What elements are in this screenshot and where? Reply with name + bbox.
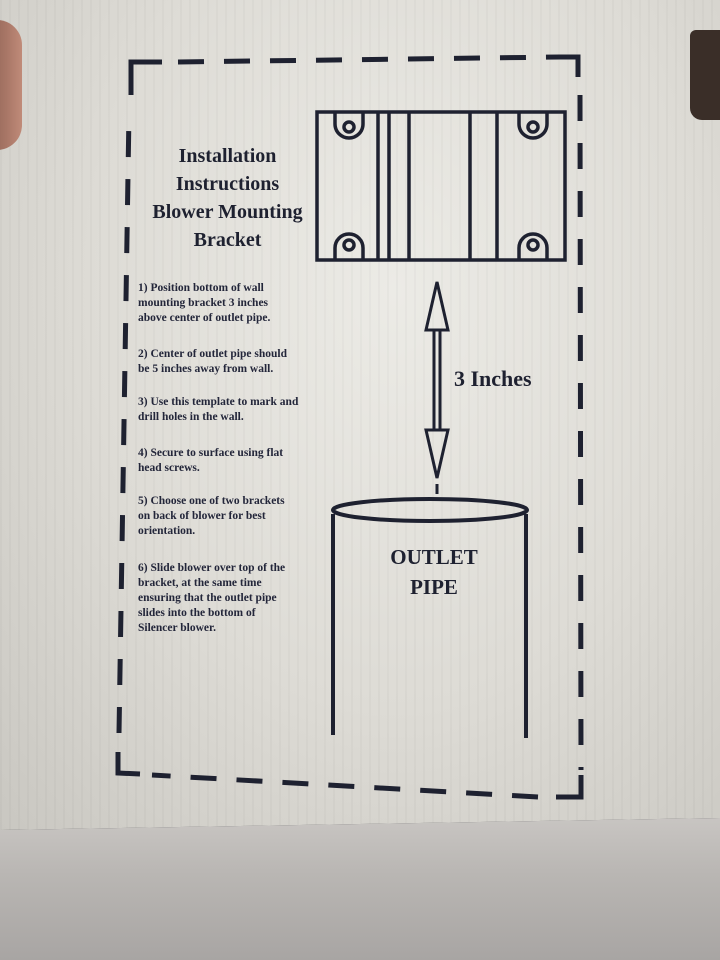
step-line: Silencer blower. [138, 622, 216, 634]
step-line: 6) Slide blower over top of the [138, 562, 286, 574]
pipe-label-line: PIPE [410, 575, 458, 599]
step-line: drill holes in the wall. [138, 411, 244, 423]
outlet-pipe-icon [331, 497, 529, 738]
instruction-step-1: 1) Position bottom of wall mounting brac… [138, 281, 338, 326]
hand-thumb [0, 20, 22, 150]
step-line: 1) Position bottom of wall [138, 282, 264, 294]
instruction-step-6: 6) Slide blower over top of the bracket,… [138, 561, 338, 636]
step-line: mounting bracket 3 inches [138, 297, 269, 309]
pipe-label-line: OUTLET [390, 545, 478, 569]
step-line: 3) Use this template to mark and [138, 396, 299, 408]
dashed-cut-border [115, 54, 584, 800]
title-line: Bracket [193, 229, 262, 251]
step-line: slides into the bottom of [138, 607, 256, 619]
step-line: 5) Choose one of two brackets [138, 495, 285, 507]
instruction-step-4: 4) Secure to surface using flat head scr… [138, 446, 338, 476]
title-line: Instructions [175, 173, 280, 195]
torn-corner [690, 30, 720, 120]
step-line: orientation. [138, 525, 196, 537]
step-line: bracket, at the same time [138, 577, 262, 589]
title-line: Blower Mounting [152, 201, 303, 223]
double-arrow-icon [424, 281, 450, 494]
instruction-step-3: 3) Use this template to mark and drill h… [138, 395, 338, 425]
cardboard-box-panel [0, 0, 720, 830]
fabric-surface [0, 818, 720, 960]
step-line: 4) Secure to surface using flat [138, 447, 284, 459]
step-line: on back of blower for best [138, 510, 266, 522]
step-line: head screws. [138, 462, 200, 474]
outlet-pipe-label: OUTLET PIPE [360, 542, 508, 602]
instruction-step-2: 2) Center of outlet pipe should be 5 inc… [138, 347, 338, 377]
mounting-bracket-icon [315, 110, 567, 262]
dimension-label: 3 Inches [454, 366, 532, 391]
instruction-step-5: 5) Choose one of two brackets on back of… [138, 494, 338, 539]
step-line: above center of outlet pipe. [138, 312, 271, 324]
instructions-title: Installation Instructions Blower Mountin… [130, 142, 325, 254]
step-line: 2) Center of outlet pipe should [138, 348, 287, 360]
step-line: be 5 inches away from wall. [138, 363, 274, 375]
title-line: Installation [178, 145, 277, 167]
step-line: ensuring that the outlet pipe [138, 592, 277, 604]
